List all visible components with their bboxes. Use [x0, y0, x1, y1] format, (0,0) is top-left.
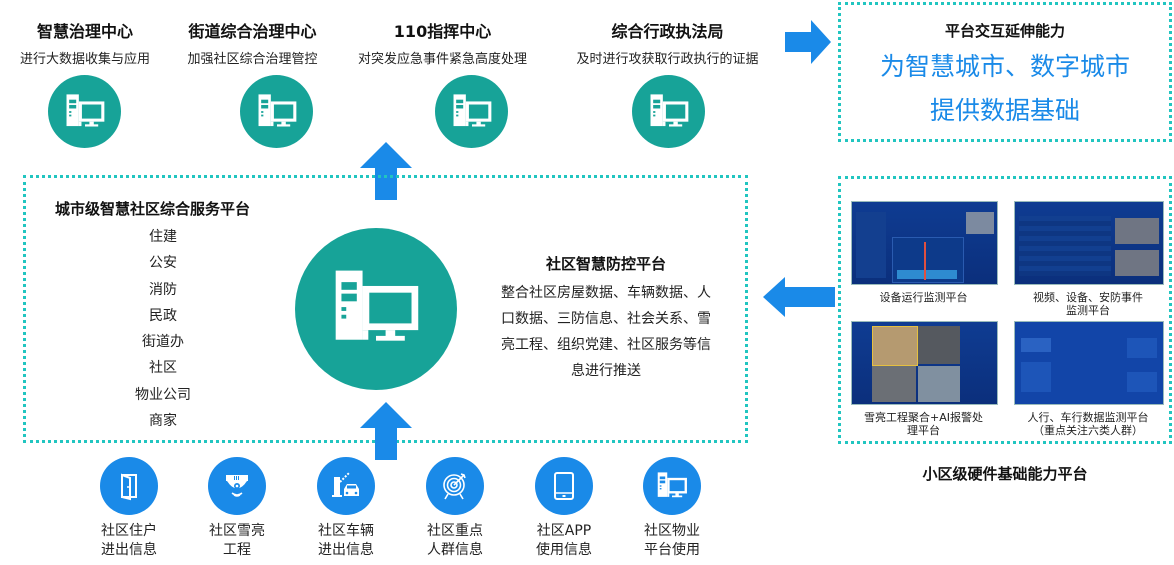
- label-line: 社区雪亮: [209, 523, 265, 539]
- city-platform-list: 住建 公安 消防 民政 街道办 社区 物业公司 商家: [103, 226, 223, 436]
- screen-caption: 人行、车行数据监测平台 （重点关注六类人群）: [1009, 411, 1167, 437]
- extension-title: 平台交互延伸能力: [944, 22, 1065, 40]
- screen-thumbnail-device-monitoring[interactable]: [851, 201, 998, 285]
- community-platform-title: 社区智慧防控平台: [545, 255, 666, 273]
- label-line: 社区车辆: [318, 523, 374, 539]
- city-platform-title: 城市级智慧社区综合服务平台: [55, 200, 251, 218]
- caption-line: 设备运行监测平台: [879, 291, 968, 304]
- screen-caption: 视频、设备、安防事件 监测平台: [1014, 291, 1162, 317]
- bottom-source-label: 社区住户 进出信息: [84, 522, 174, 560]
- central-computer-icon: [295, 228, 457, 390]
- desc-line: 口数据、三防信息、社会关系、雪: [501, 311, 711, 327]
- screen-caption: 设备运行监测平台: [851, 291, 996, 304]
- label-line: 平台使用: [644, 542, 700, 558]
- top-center-title: 110指挥中心: [393, 22, 492, 41]
- caption-line: 视频、设备、安防事件: [1033, 291, 1143, 304]
- community-platform: 社区智慧防控平台 整合社区房屋数据、车辆数据、人 口数据、三防信息、社会关系、雪…: [490, 253, 722, 384]
- label-line: 社区重点: [427, 523, 483, 539]
- tablet-icon: [535, 457, 593, 515]
- caption-line: 理平台: [907, 424, 940, 437]
- label-line: 人群信息: [427, 542, 483, 558]
- hardware-platform-title: 小区级硬件基础能力平台: [922, 465, 1088, 483]
- label-line: 社区APP: [536, 523, 592, 539]
- caption-line: 雪亮工程聚合+AI报警处: [864, 411, 983, 424]
- top-center-desc: 对突发应急事件紧急高度处理: [357, 52, 527, 67]
- top-center-desc: 进行大数据收集与应用: [19, 52, 150, 67]
- caption-line: 监测平台: [1066, 304, 1110, 317]
- top-center-card: 综合行政执法局 及时进行攻获取行政执行的证据: [555, 18, 780, 67]
- top-center-desc: 及时进行攻获取行政执行的证据: [576, 52, 759, 67]
- arrow-right-icon: [785, 20, 831, 64]
- computer-icon: [240, 75, 313, 148]
- list-item: 公安: [149, 255, 177, 272]
- list-item: 街道办: [142, 334, 184, 351]
- top-center-title: 智慧治理中心: [36, 22, 133, 41]
- extension-line-1: 为智慧城市、数字城市: [879, 52, 1130, 81]
- bottom-source-label: 社区APP 使用信息: [519, 522, 609, 560]
- top-center-title: 综合行政执法局: [611, 22, 724, 41]
- list-item: 民政: [149, 307, 177, 324]
- label-line: 进出信息: [318, 542, 374, 558]
- caption-line: 人行、车行数据监测平台: [1027, 411, 1149, 424]
- bottom-source-label: 社区雪亮 工程: [192, 522, 282, 560]
- top-center-title: 街道综合治理中心: [188, 22, 317, 41]
- computer-icon: [643, 457, 701, 515]
- list-item: 商家: [149, 413, 177, 430]
- arrow-up-icon: [360, 402, 412, 460]
- label-line: 进出信息: [101, 542, 157, 558]
- car-gate-icon: [317, 457, 375, 515]
- computer-icon: [48, 75, 121, 148]
- screen-caption: 雪亮工程聚合+AI报警处 理平台: [845, 411, 1002, 437]
- top-center-desc: 加强社区综合治理管控: [187, 52, 318, 67]
- extension-line-2: 提供数据基础: [929, 96, 1080, 125]
- camera-icon: [208, 457, 266, 515]
- screen-thumbnail-xueliang-ai[interactable]: [851, 321, 998, 405]
- desc-line: 亮工程、组织党建、社区服务等信: [501, 337, 711, 353]
- arrow-up-icon: [360, 142, 412, 200]
- desc-line: 息进行推送: [571, 363, 641, 379]
- desc-line: 整合社区房屋数据、车辆数据、人: [501, 285, 711, 301]
- extension-box: 平台交互延伸能力 为智慧城市、数字城市 提供数据基础: [838, 2, 1172, 142]
- bottom-source-label: 社区物业 平台使用: [627, 522, 717, 560]
- label-line: 社区住户: [101, 523, 157, 539]
- list-item: 消防: [149, 281, 177, 298]
- door-icon: [100, 457, 158, 515]
- label-line: 社区物业: [644, 523, 700, 539]
- bottom-source-label: 社区重点 人群信息: [410, 522, 500, 560]
- list-item: 社区: [149, 360, 177, 377]
- target-icon: [426, 457, 484, 515]
- list-item: 物业公司: [135, 386, 191, 403]
- bottom-source-label: 社区车辆 进出信息: [301, 522, 391, 560]
- list-item: 住建: [149, 229, 177, 245]
- community-platform-desc: 整合社区房屋数据、车辆数据、人 口数据、三防信息、社会关系、雪 亮工程、组织党建…: [490, 280, 722, 384]
- caption-line: （重点关注六类人群）: [1033, 424, 1143, 437]
- hardware-box: 设备运行监测平台 视频、设备、安防事件 监测平台 雪亮工程聚合+AI报警处 理平…: [838, 176, 1172, 444]
- screen-thumbnail-video-security[interactable]: [1014, 201, 1164, 285]
- arrow-left-icon: [763, 277, 835, 317]
- screen-thumbnail-pedestrian-vehicle[interactable]: [1014, 321, 1164, 405]
- top-center-card: 110指挥中心 对突发应急事件紧急高度处理: [340, 18, 545, 67]
- label-line: 使用信息: [536, 542, 592, 558]
- top-center-card: 街道综合治理中心 加强社区综合治理管控: [170, 18, 335, 67]
- computer-icon: [435, 75, 508, 148]
- top-center-card: 智慧治理中心 进行大数据收集与应用: [0, 18, 170, 67]
- computer-icon: [632, 75, 705, 148]
- label-line: 工程: [223, 542, 251, 558]
